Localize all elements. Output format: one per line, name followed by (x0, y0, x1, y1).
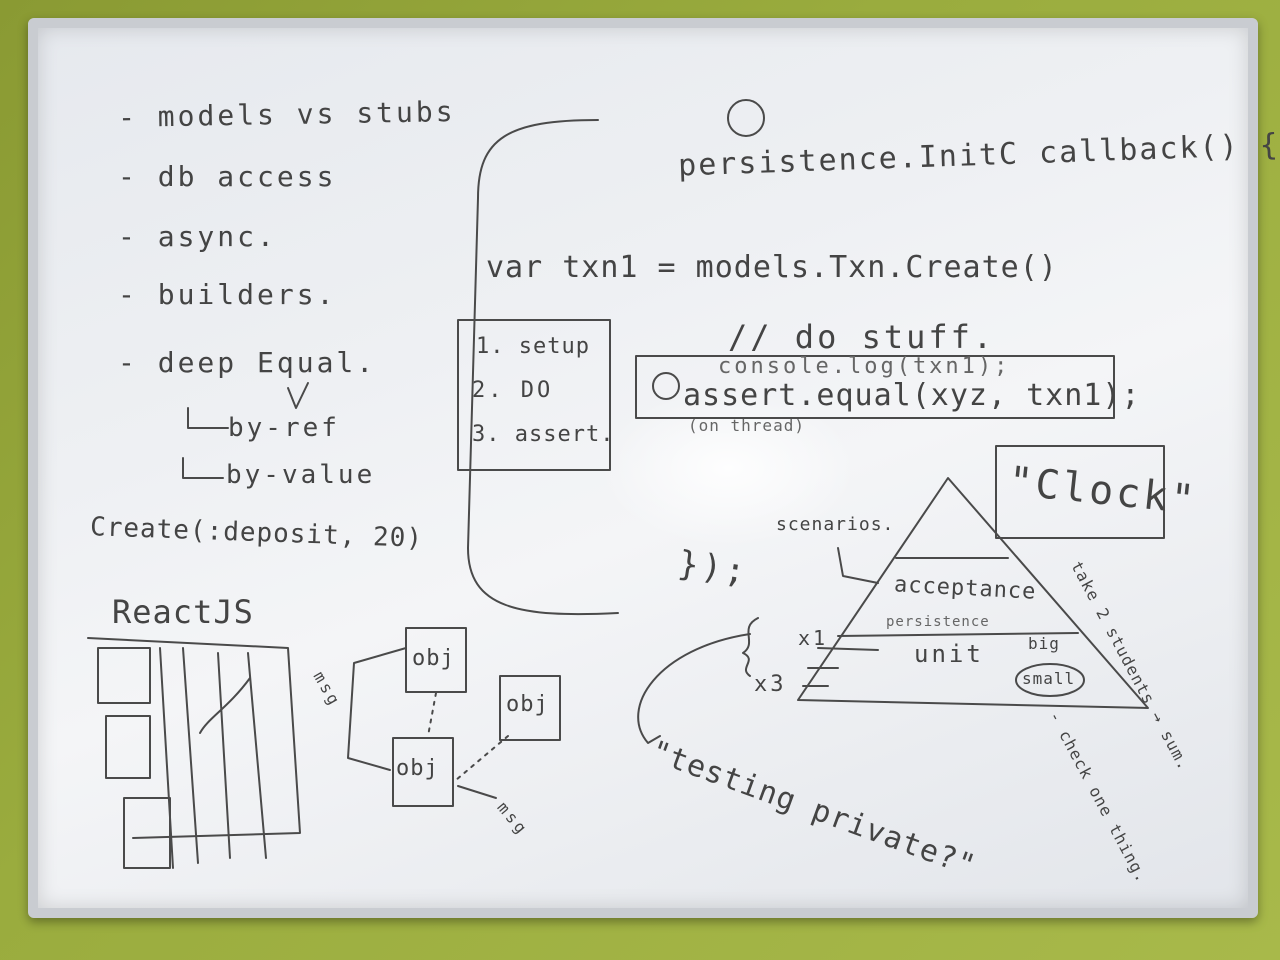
dotted-link-2 (455, 735, 509, 781)
list-item-async: - async. (118, 220, 277, 253)
step-do: 2. DO (472, 378, 554, 403)
list-item-models: - models vs stubs (117, 95, 456, 134)
list-item-deep-equal: - deep Equal. (118, 346, 377, 379)
list-item-builders: - builders. (118, 278, 337, 311)
whiteboard: - models vs stubs - db access - async. -… (28, 18, 1280, 918)
reactjs-label: ReactJS (112, 593, 254, 631)
step-setup: 1. setup (476, 334, 590, 359)
pentagram-circle-top (727, 99, 765, 137)
by-ref-arrow (187, 407, 229, 429)
small-label: small (1022, 669, 1076, 688)
assert-box (635, 355, 1115, 419)
react-frame (87, 637, 301, 839)
list-item-db-access: - db access (118, 160, 337, 193)
brace-squiggle (742, 617, 759, 677)
persistence-layer-label: persistence (886, 614, 990, 630)
x3-label: x3 (754, 672, 787, 697)
big-label: big (1028, 634, 1060, 653)
react-column-2 (217, 652, 267, 859)
step-assert: 3. assert. (472, 422, 615, 447)
by-value-arrow (182, 457, 224, 479)
msg-arrow-left (347, 647, 407, 771)
pentagram-circle-assert (652, 372, 680, 400)
obj-label-top: obj (412, 646, 455, 671)
react-box-3 (123, 797, 171, 869)
assert-line: assert.equal(xyz, txn1); (683, 378, 1141, 413)
obj-label-right: obj (506, 692, 549, 717)
dotted-link-1 (427, 692, 437, 737)
pyramid-line-mid (837, 632, 1079, 637)
test-pyramid (797, 477, 1149, 709)
unit-label: unit (914, 640, 984, 668)
steps-box (457, 319, 611, 471)
react-box-1 (97, 647, 151, 704)
small-circle (1015, 663, 1085, 697)
var-line: var txn1 = models.Txn.Create() (486, 250, 1058, 285)
obj-label-bottom: obj (396, 756, 439, 781)
scenarios-label: scenarios. (776, 514, 895, 535)
pyramid-hatch (802, 647, 879, 687)
by-ref-label: by-ref (228, 413, 340, 443)
do-stuff-comment: // do stuff. (728, 318, 996, 356)
whiteboard-drawings (87, 99, 1165, 869)
private-arrow (637, 633, 751, 744)
msg-arrow-right (457, 785, 497, 799)
code-bracket (467, 119, 619, 616)
scenarios-arrow (837, 547, 879, 584)
by-value-label: by-value (226, 460, 376, 490)
obj-box-right (499, 675, 561, 741)
react-column-1 (159, 647, 199, 869)
clock-box (995, 445, 1165, 539)
react-box-2 (105, 715, 151, 779)
on-thread-note: (on thread) (688, 416, 805, 435)
react-arrow (199, 677, 251, 734)
console-log-line: console.log(txn1); (718, 354, 1011, 379)
x1-label: x1 (798, 626, 829, 650)
obj-box-bottom (392, 737, 454, 807)
deep-equal-arrow (287, 382, 309, 409)
